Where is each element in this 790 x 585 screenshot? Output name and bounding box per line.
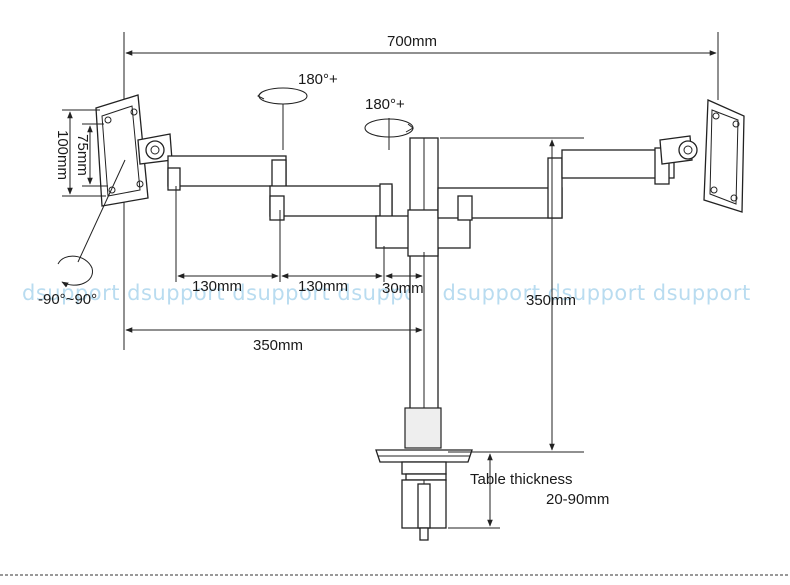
segment-2-label: 130mm [298, 278, 348, 295]
tilt-range-label: -90°~90° [38, 291, 97, 308]
total-width-label: 700mm [387, 33, 437, 50]
right-arm [437, 147, 675, 221]
table-thickness-dimension: Table thickness 20-90mm [448, 451, 609, 529]
vesa-75-label: 75mm [74, 134, 91, 176]
pole-offset-label: 30mm [382, 280, 424, 297]
tilt-rotation: -90°~90° [38, 159, 126, 308]
segment-1-label: 130mm [192, 278, 242, 295]
desk-clamp [375, 449, 473, 541]
table-thickness-label: Table thickness [470, 471, 573, 488]
right-vesa-plate [659, 99, 745, 213]
vesa-100-label: 100mm [54, 130, 71, 180]
half-width-label: 350mm [253, 337, 303, 354]
watermark-text: dsupport dsupport dsupport dsupport dsup… [22, 281, 751, 305]
left-vesa-plate [95, 94, 173, 207]
segment-dimensions: 130mm 130mm 30mm [175, 186, 425, 297]
pole-assembly: 180°+ [364, 96, 471, 449]
vesa-dimensions: 100mm 75mm [54, 109, 108, 197]
left-arm [167, 155, 393, 221]
elbow-rotation-label: 180°+ [298, 71, 338, 88]
elbow-rotation: 180°+ [257, 71, 338, 150]
pole-height-label: 350mm [526, 292, 576, 309]
table-thickness-range: 20-90mm [546, 491, 609, 508]
half-width-dimension: 350mm [125, 282, 425, 354]
total-width-dimension: 700mm [123, 32, 719, 350]
pole-rotation-label: 180°+ [365, 96, 405, 113]
